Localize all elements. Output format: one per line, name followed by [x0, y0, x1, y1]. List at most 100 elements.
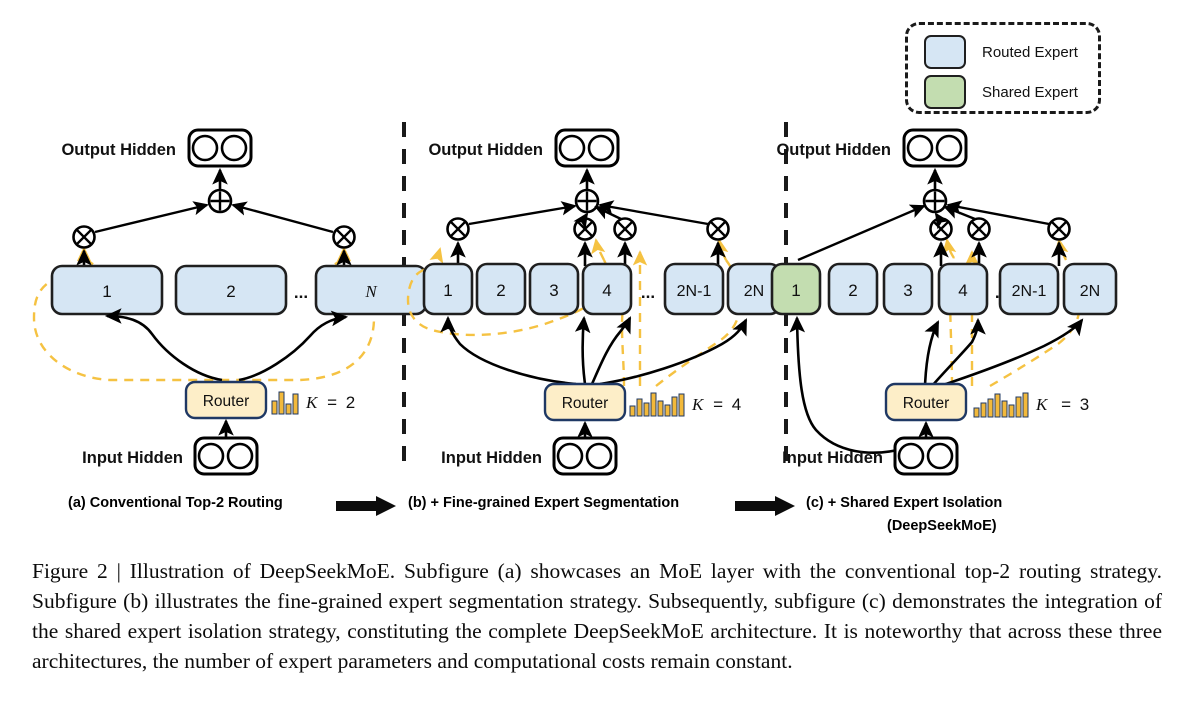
gate-mul-a-n	[332, 225, 356, 249]
expert-label-c-2: 2	[848, 281, 857, 300]
expert-label-c-2n-1: 2N-1	[1012, 283, 1047, 300]
panel-c: Output Hidden	[770, 128, 1118, 476]
input-hidden-b	[552, 436, 618, 476]
expert-a-n[interactable]: N	[314, 264, 428, 316]
k-label-a: K = 2	[305, 393, 355, 412]
k-value-c: 3	[1080, 395, 1089, 414]
flow-arrow-2	[735, 496, 795, 516]
gate-mul-b-1	[446, 217, 470, 241]
panel-b: Output Hidden	[406, 128, 782, 476]
expert-b-2n-1[interactable]: 2N-1	[663, 262, 725, 316]
expert-label-c-4: 4	[958, 281, 967, 300]
k-value-a: 2	[346, 393, 355, 412]
output-hidden-label-b: Output Hidden	[428, 141, 543, 159]
gate-arrow-c-4	[942, 238, 957, 259]
k-label-c: K = 3	[1035, 395, 1089, 414]
legend-item-routed-expert: Routed Expert	[924, 35, 1078, 69]
router-box-a[interactable]: Router	[184, 380, 268, 420]
expert-label-b-4: 4	[602, 281, 611, 300]
expert-b-3[interactable]: 3	[528, 262, 580, 316]
router-to-expert-a-1	[104, 308, 223, 382]
figure-caption-prefix: Figure 2 |	[32, 559, 130, 583]
expert-label-c-1: 1	[791, 281, 800, 300]
gate-arrow-b-4	[591, 238, 606, 261]
legend-label-routed-expert: Routed Expert	[982, 43, 1078, 61]
gate-mul-a-1	[72, 225, 96, 249]
expert-label-b-2: 2	[496, 281, 505, 300]
expert-a-2[interactable]: 2	[174, 264, 288, 316]
expert-label-b-3: 3	[549, 281, 558, 300]
panel-a: Output Hidden	[32, 128, 428, 476]
gate-mul-b-mid	[613, 217, 637, 241]
router-to-expert-b-1	[440, 315, 577, 386]
routing-histogram-a	[271, 391, 299, 415]
gate-mul-b-2n	[706, 217, 730, 241]
gate-mul-b-4	[573, 217, 597, 241]
figure-caption-text: Illustration of DeepSeekMoE. Subfigure (…	[32, 559, 1163, 673]
router-to-expert-c-2n	[939, 318, 1084, 388]
router-to-expert-c-4	[923, 320, 940, 387]
expert-b-1[interactable]: 1	[422, 262, 474, 316]
figure-caption: Figure 2 | Illustration of DeepSeekMoE. …	[32, 556, 1162, 676]
gate-path-a	[32, 268, 376, 382]
routing-histogram-c	[973, 392, 1029, 418]
gate-path-b-left	[406, 259, 610, 337]
expert-c-1-shared[interactable]: 1	[770, 262, 822, 316]
input-hidden-a	[193, 436, 259, 476]
expert-b-4[interactable]: 4	[581, 262, 633, 316]
input-hidden-label-a: Input Hidden	[82, 449, 183, 467]
expert-label-b-2n: 2N	[744, 283, 764, 300]
legend-item-shared-expert: Shared Expert	[924, 75, 1078, 109]
expert-ellipsis-b: ...	[641, 283, 655, 302]
input-to-shared-expert-c	[789, 315, 907, 454]
router-to-expert-a-n	[238, 310, 349, 382]
router-label-a: Router	[203, 393, 250, 410]
expert-c-3[interactable]: 3	[882, 262, 934, 316]
subfigure-caption-a: (a) Conventional Top-2 Routing	[68, 495, 283, 511]
router-to-expert-b-mid	[590, 316, 632, 385]
sum-node-c	[922, 188, 948, 214]
legend-label-shared-expert: Shared Expert	[982, 83, 1078, 101]
moe-architecture-diagram: Output Hidden	[32, 122, 1118, 476]
sum-node-b	[574, 188, 600, 214]
router-box-c[interactable]: Router	[884, 382, 968, 422]
router-to-expert-b-4	[574, 315, 591, 385]
input-hidden-c	[893, 436, 959, 476]
legend-box: Routed Expert Shared Expert	[905, 22, 1101, 114]
subfigure-caption-c-line2: (DeepSeekMoE)	[887, 518, 997, 534]
input-hidden-label-b: Input Hidden	[441, 449, 542, 467]
expert-c-4[interactable]: 4	[937, 262, 989, 316]
input-hidden-label-c: Input Hidden	[782, 449, 883, 467]
output-hidden-label-c: Output Hidden	[776, 141, 891, 159]
shared-expert-to-sum-c	[797, 204, 926, 262]
expert-b-2[interactable]: 2	[475, 262, 527, 316]
expert-label-c-3: 3	[903, 281, 912, 300]
expert-label-a-2: 2	[226, 282, 235, 301]
expert-label-b-2n-1: 2N-1	[677, 283, 712, 300]
expert-c-2n[interactable]: 2N	[1062, 262, 1118, 316]
router-to-expert-c-mid	[931, 317, 986, 387]
router-to-expert-b-2n	[599, 318, 748, 386]
router-box-b[interactable]: Router	[543, 382, 627, 422]
gate-arrow-b-2n	[714, 238, 729, 261]
routing-histogram-b	[629, 392, 685, 417]
router-label-b: Router	[562, 395, 609, 412]
output-hidden-c	[902, 128, 968, 168]
gate-mul-c-2n	[1047, 217, 1071, 241]
output-hidden-a	[187, 128, 253, 168]
expert-ellipsis-a: ...	[294, 283, 308, 302]
gate-mul-c-4	[929, 217, 953, 241]
output-hidden-label-a: Output Hidden	[61, 141, 176, 159]
expert-c-2n-1[interactable]: 2N-1	[998, 262, 1060, 316]
expert-c-2[interactable]: 2	[827, 262, 879, 316]
expert-label-a-n: N	[364, 282, 378, 301]
k-symbol-b: K	[691, 395, 705, 414]
shared-expert-swatch	[924, 75, 966, 109]
subfigure-caption-b: (b) + Fine-grained Expert Segmentation	[408, 495, 680, 511]
gate-mul-c-mid	[967, 217, 991, 241]
expert-a-1[interactable]: 1	[50, 264, 164, 316]
expert-b-2n[interactable]: 2N	[726, 262, 782, 316]
k-symbol-c: K	[1035, 395, 1049, 414]
subfigure-caption-c: (c) + Shared Expert Isolation	[806, 495, 1003, 511]
